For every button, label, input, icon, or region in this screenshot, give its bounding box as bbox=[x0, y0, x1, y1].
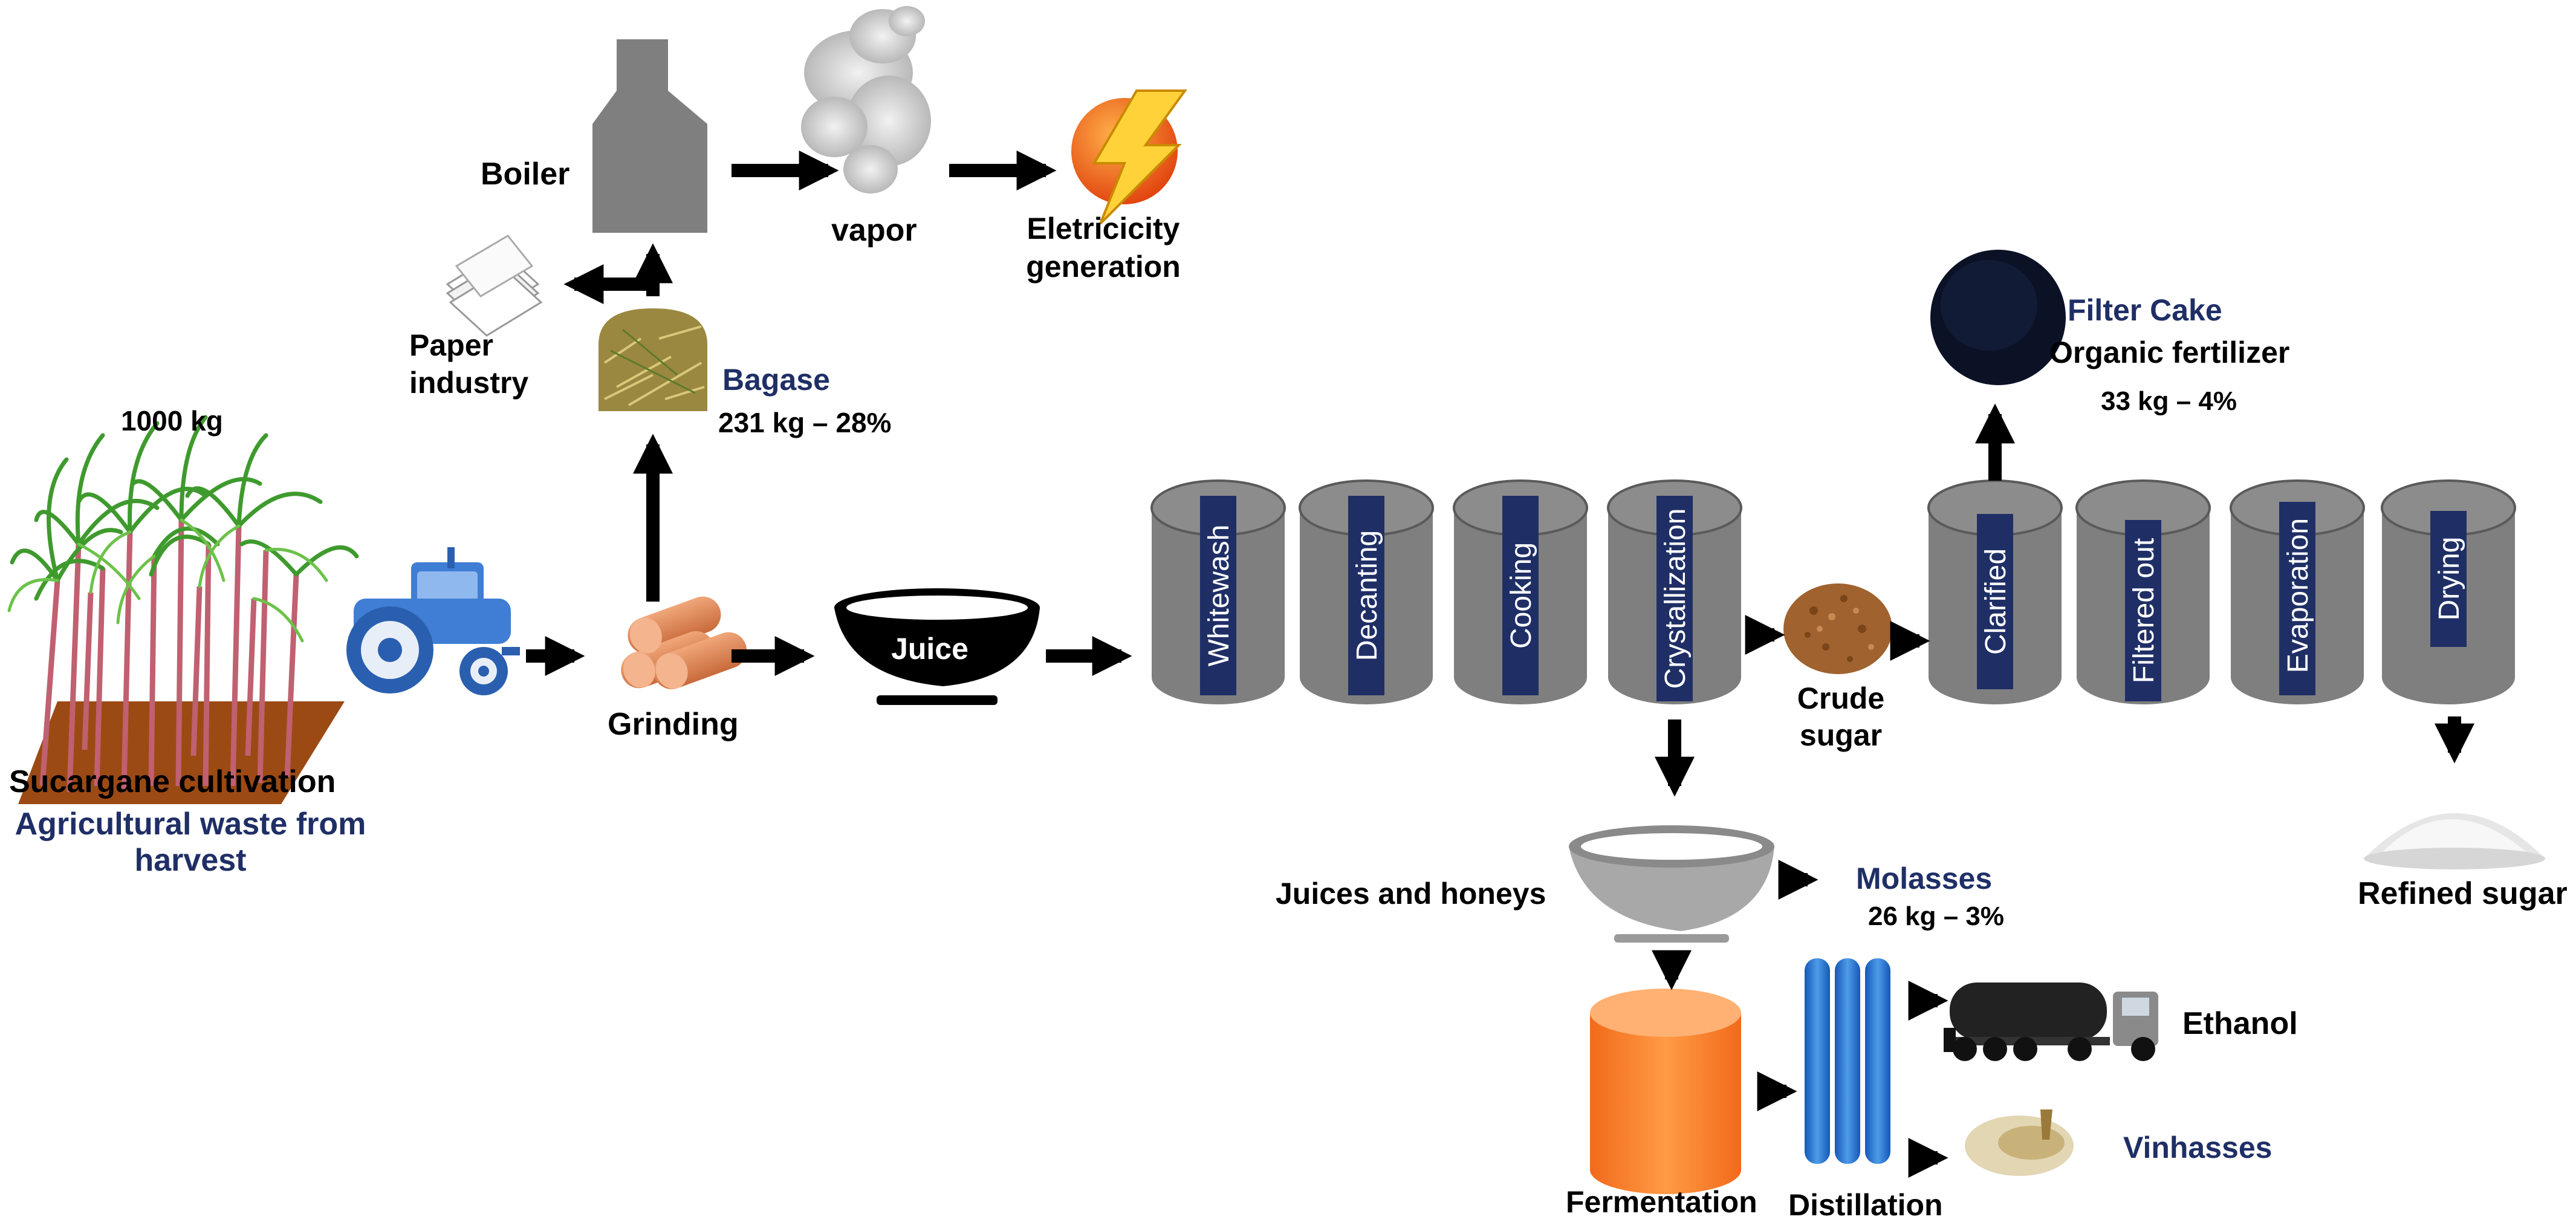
tank-clarified: Clarified bbox=[1927, 479, 2063, 704]
tank-label: Evaporation bbox=[2282, 518, 2314, 673]
crude-sugar-label-1: Crude bbox=[1797, 681, 1884, 715]
electricity-label-1: Eletricicity bbox=[1027, 212, 1180, 245]
crude-sugar-label-2: sugar bbox=[1800, 718, 1882, 752]
vinhasses-label: Vinhasses bbox=[2123, 1131, 2272, 1164]
bagasse-icon bbox=[599, 308, 707, 411]
input-mass-label: 1000 kg bbox=[121, 405, 223, 437]
filter-cake-icon bbox=[1930, 250, 2066, 385]
flow-arrows bbox=[526, 151, 2474, 1178]
distillation-label: Distillation bbox=[1788, 1188, 1943, 1222]
paper-stack-icon bbox=[446, 235, 543, 337]
tank-drying: Drying bbox=[2381, 479, 2516, 704]
tank-label: Clarified bbox=[1980, 548, 2012, 655]
vinhasses-icon bbox=[1965, 1109, 2074, 1176]
organic-fertilizer-label: Organic fertilizer bbox=[2049, 336, 2289, 369]
fermentation-tank-icon bbox=[1590, 989, 1741, 1194]
juices-honeys-bowl-icon bbox=[1569, 825, 1774, 943]
vapor-label: vapor bbox=[831, 213, 917, 248]
tank-cooking: Cooking bbox=[1453, 479, 1588, 704]
tank-label: Drying bbox=[2433, 537, 2465, 621]
agricultural-waste-label-1: Agricultural waste from bbox=[15, 807, 366, 842]
bagasse-split-arrow bbox=[563, 243, 673, 304]
grinding-rollers-icon bbox=[621, 596, 747, 689]
tank-label: Cooking bbox=[1505, 542, 1537, 649]
grinding-label: Grinding bbox=[608, 707, 739, 742]
refined-sugar-icon bbox=[2364, 813, 2545, 869]
distillation-columns-icon bbox=[1805, 958, 1890, 1164]
tractor-icon bbox=[346, 547, 520, 695]
lightning-icon bbox=[1071, 89, 1187, 225]
tank-label: Crystallization bbox=[1659, 508, 1692, 689]
ethanol-label: Ethanol bbox=[2182, 1006, 2298, 1041]
crude-sugar-icon bbox=[1783, 583, 1892, 674]
molasses-label: Molasses bbox=[1856, 862, 1992, 895]
refined-sugar-label: Refined sugar bbox=[2358, 876, 2568, 911]
tank-crystallization: Crystallization bbox=[1607, 479, 1742, 704]
tank-label: Filtered out bbox=[2128, 538, 2160, 683]
boiler-icon bbox=[592, 39, 707, 233]
boiler-label: Boiler bbox=[481, 157, 569, 192]
paper-label-1: Paper bbox=[409, 328, 493, 362]
filter-amount: 33 kg – 4% bbox=[2101, 386, 2237, 416]
juice-bowl-icon: Juice bbox=[834, 588, 1040, 705]
juice-label: Juice bbox=[891, 632, 968, 666]
fermentation-label: Fermentation bbox=[1566, 1185, 1757, 1219]
tanker-truck-icon bbox=[1944, 983, 2158, 1061]
vapor-cloud-icon bbox=[801, 6, 931, 193]
tank-evaporation: Evaporation bbox=[2230, 479, 2365, 704]
bagase-label: Bagase bbox=[722, 363, 830, 397]
juices-honeys-label: Juices and honeys bbox=[1276, 877, 1546, 911]
sugarcane-field-icon bbox=[7, 415, 359, 804]
filter-cake-label: Filter Cake bbox=[2068, 293, 2222, 327]
tank-label: Decanting bbox=[1351, 530, 1383, 661]
tank-filtered-out: Filtered out bbox=[2075, 479, 2211, 704]
bagase-amount: 231 kg – 28% bbox=[718, 407, 891, 438]
tank-decanting: Decanting bbox=[1299, 479, 1434, 704]
agricultural-waste-label-2: harvest bbox=[135, 843, 247, 878]
tank-whitewash: Whitewash bbox=[1150, 479, 1286, 704]
electricity-label-2: generation bbox=[1026, 250, 1181, 284]
tank-label: Whitewash bbox=[1203, 525, 1235, 667]
cultivation-label: Sucargane cultivation bbox=[9, 764, 336, 799]
molasses-amount: 26 kg – 3% bbox=[1868, 901, 2004, 931]
paper-label-2: industry bbox=[409, 366, 528, 400]
